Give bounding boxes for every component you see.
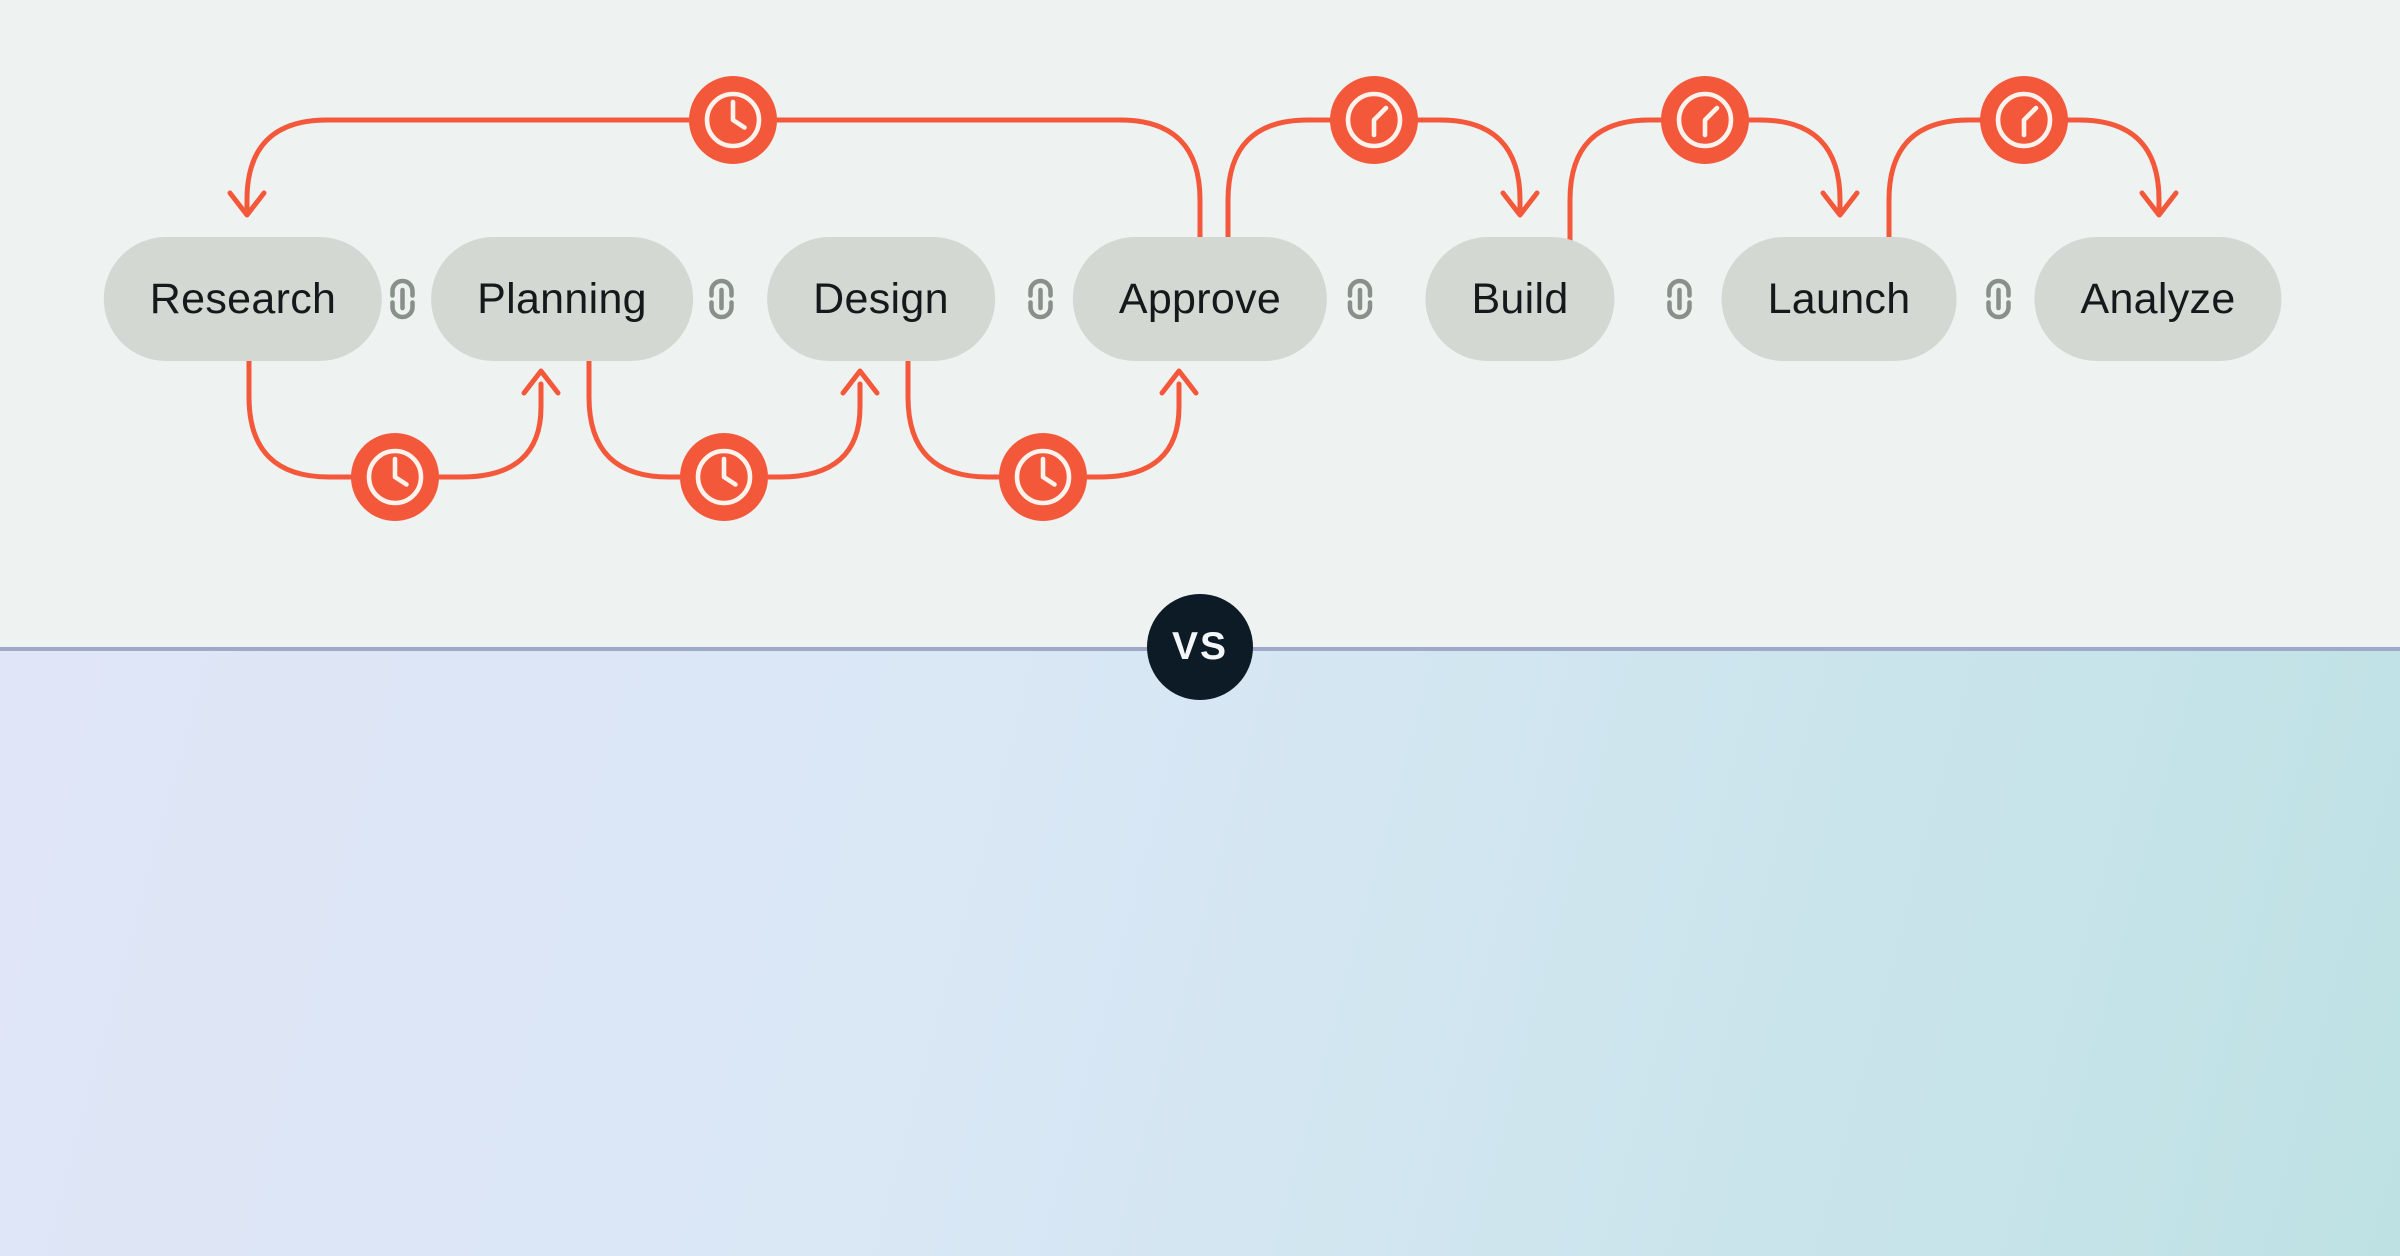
stage-pill-approve: Approve <box>1072 237 1328 361</box>
agent-workflow-panel: Prompt Agent(s) Specialized Agent(s)Comp… <box>0 647 2400 1256</box>
arrowhead <box>840 368 880 396</box>
chain-link-icon <box>1347 278 1373 320</box>
arrowhead <box>1820 190 1860 218</box>
stage-pill-build: Build <box>1425 237 1615 361</box>
chain-link-icon <box>1667 278 1692 320</box>
manual-workflow-panel: Research Planning Design Approve Build Launch… <box>103 76 2282 521</box>
clock-icon <box>1980 76 2068 164</box>
stage-label: Approve <box>1118 274 1282 323</box>
stage-pill-launch: Launch <box>1721 237 1957 361</box>
delay-loop-planning-to-design <box>586 347 880 480</box>
delay-loop-research-to-planning <box>246 347 561 480</box>
stage-label: Design <box>813 274 949 323</box>
arrowhead <box>1500 190 1540 218</box>
clock-icon <box>689 76 777 164</box>
stage-pill-research: Research <box>103 237 383 361</box>
stage-label: Launch <box>1767 274 1911 323</box>
stage-pill-analyze: Analyze <box>2034 237 2282 361</box>
chain-link-icon <box>390 278 415 320</box>
arrowhead <box>521 368 561 396</box>
clock-icon <box>1661 76 1749 164</box>
chain-link-icon <box>1986 278 2011 320</box>
clock-icon <box>680 433 768 521</box>
arrowhead <box>2139 190 2179 218</box>
stage-pill-planning: Planning <box>431 237 693 361</box>
vs-label: VS <box>1171 625 1229 668</box>
stage-label: Analyze <box>2080 274 2236 323</box>
arrowhead <box>1159 368 1199 396</box>
chain-link-icon <box>1028 278 1053 320</box>
clock-icon <box>999 433 1087 521</box>
delay-loop-design-to-approve <box>905 347 1199 480</box>
stage-label: Build <box>1471 274 1569 323</box>
stage-label: Research <box>149 274 337 323</box>
vs-badge: VS <box>1147 594 1253 700</box>
stage-pill-design: Design <box>767 237 995 361</box>
chain-link-icon <box>709 278 734 320</box>
stage-label: Planning <box>477 274 647 323</box>
clock-icon <box>351 433 439 521</box>
delay-loops-layer <box>227 76 2179 521</box>
clock-icon <box>1330 76 1418 164</box>
arrowhead <box>227 190 267 218</box>
